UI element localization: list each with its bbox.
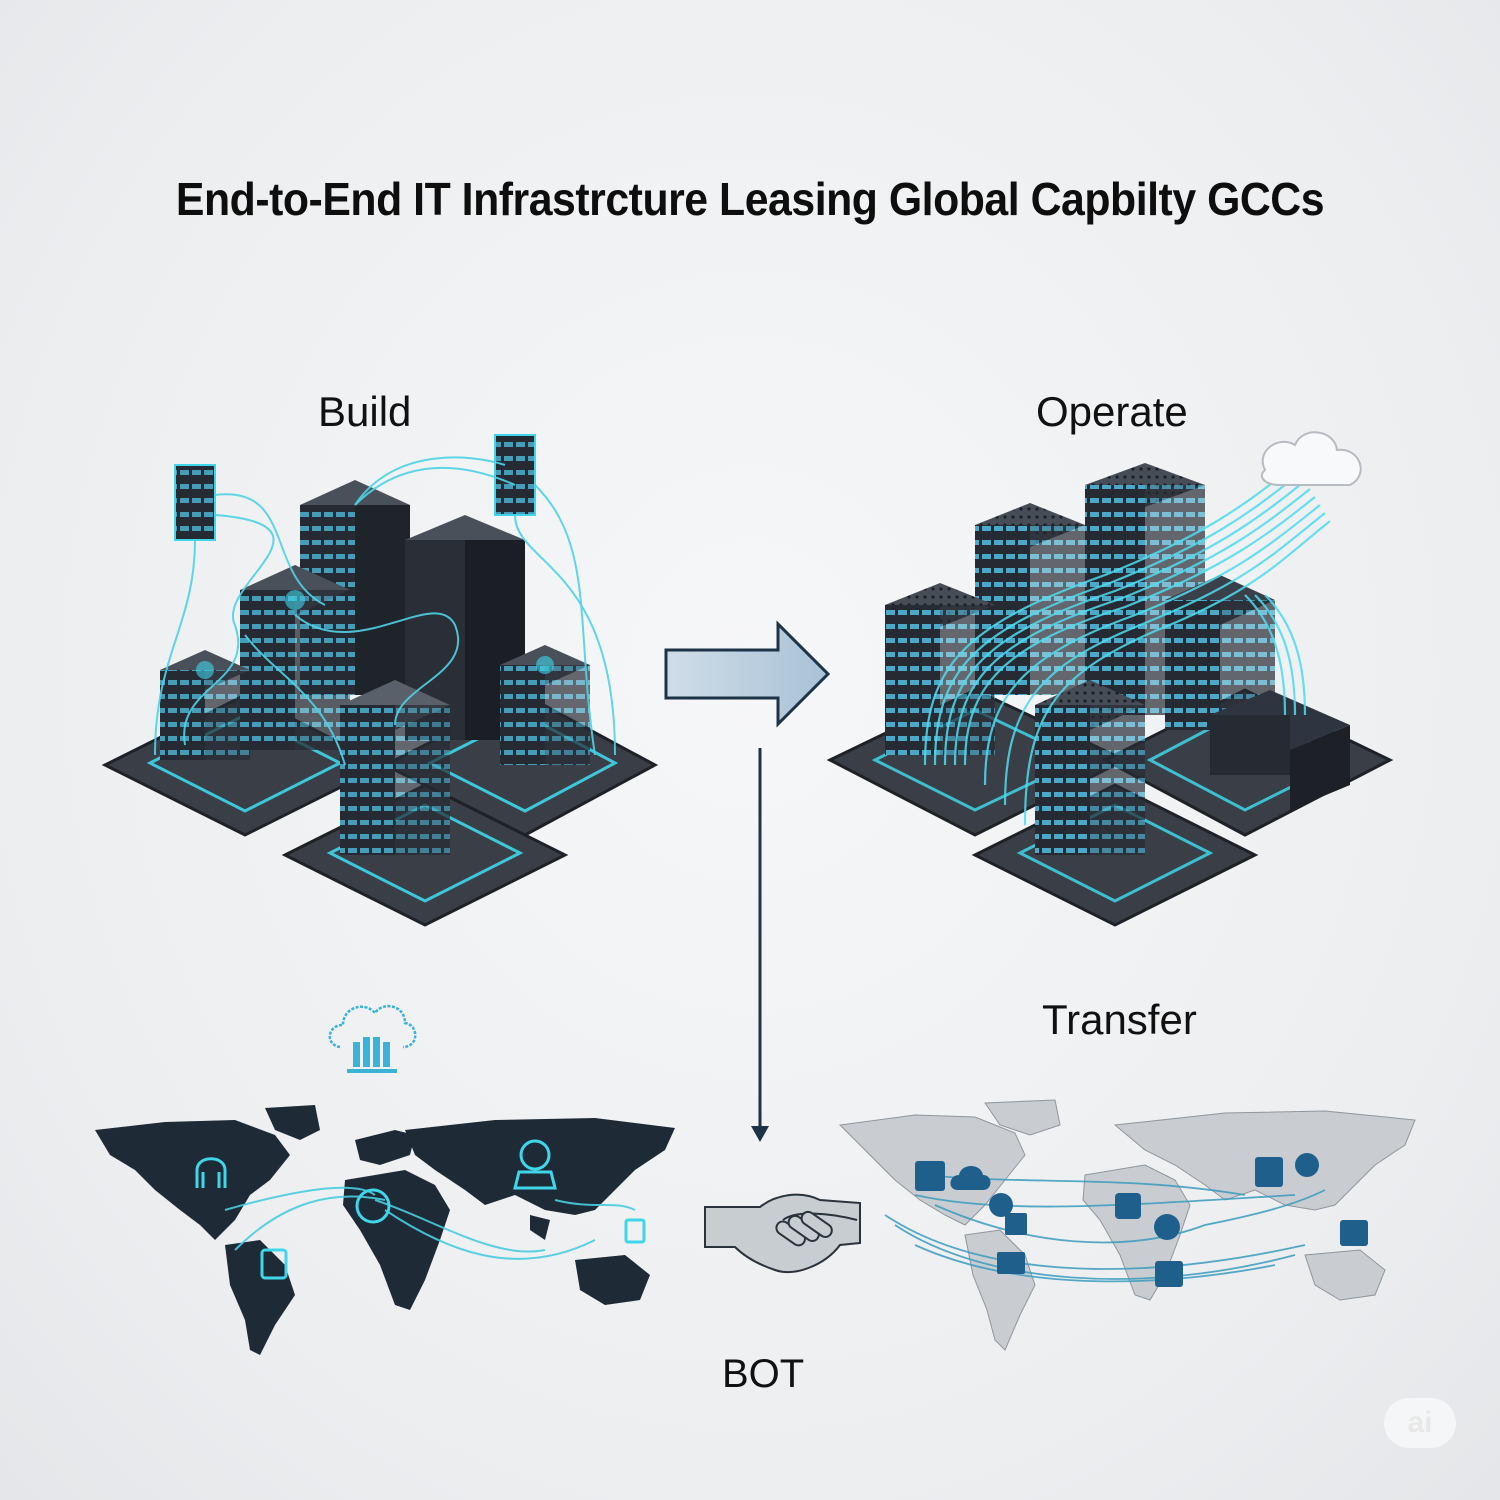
server-cluster-icon bbox=[101, 434, 659, 927]
engineer-icon bbox=[513, 1139, 557, 1190]
router-icon bbox=[355, 1188, 391, 1224]
folder-icon bbox=[1155, 1261, 1183, 1287]
cloud-factory-icon bbox=[328, 1004, 417, 1073]
build-label: Build bbox=[318, 388, 412, 435]
chart-icon bbox=[1005, 1213, 1027, 1235]
bot-label: BOT bbox=[722, 1352, 805, 1396]
server-node-icon bbox=[260, 1248, 288, 1280]
speed-gauge-icon bbox=[1154, 1214, 1180, 1240]
watermark-badge: ai bbox=[1384, 1398, 1456, 1448]
data-center-arch-icon bbox=[195, 1157, 227, 1188]
settings-icon bbox=[989, 1193, 1013, 1217]
document-icon bbox=[624, 1218, 646, 1244]
handshake-icon bbox=[704, 1193, 861, 1273]
headset-icon bbox=[1295, 1153, 1319, 1177]
building-chart-icon bbox=[915, 1161, 945, 1191]
server-building-icon bbox=[997, 1252, 1025, 1274]
cloud-icon bbox=[950, 1166, 991, 1190]
calendar-icon bbox=[1255, 1157, 1283, 1187]
page-title: End-to-End IT Infrastrcture Leasing Glob… bbox=[175, 173, 1325, 225]
wifi-icon bbox=[1115, 1193, 1141, 1219]
cloud-icon bbox=[1260, 431, 1362, 486]
down-arrow-icon bbox=[751, 748, 769, 1142]
operate-label: Operate bbox=[1036, 388, 1188, 435]
world-map-light bbox=[838, 1099, 1416, 1351]
world-map-dark bbox=[95, 1105, 675, 1355]
right-arrow-icon bbox=[664, 620, 831, 728]
transfer-label: Transfer bbox=[1042, 996, 1197, 1043]
server-cloud-flow-icon bbox=[826, 431, 1394, 927]
network-tree-icon bbox=[1340, 1220, 1368, 1246]
